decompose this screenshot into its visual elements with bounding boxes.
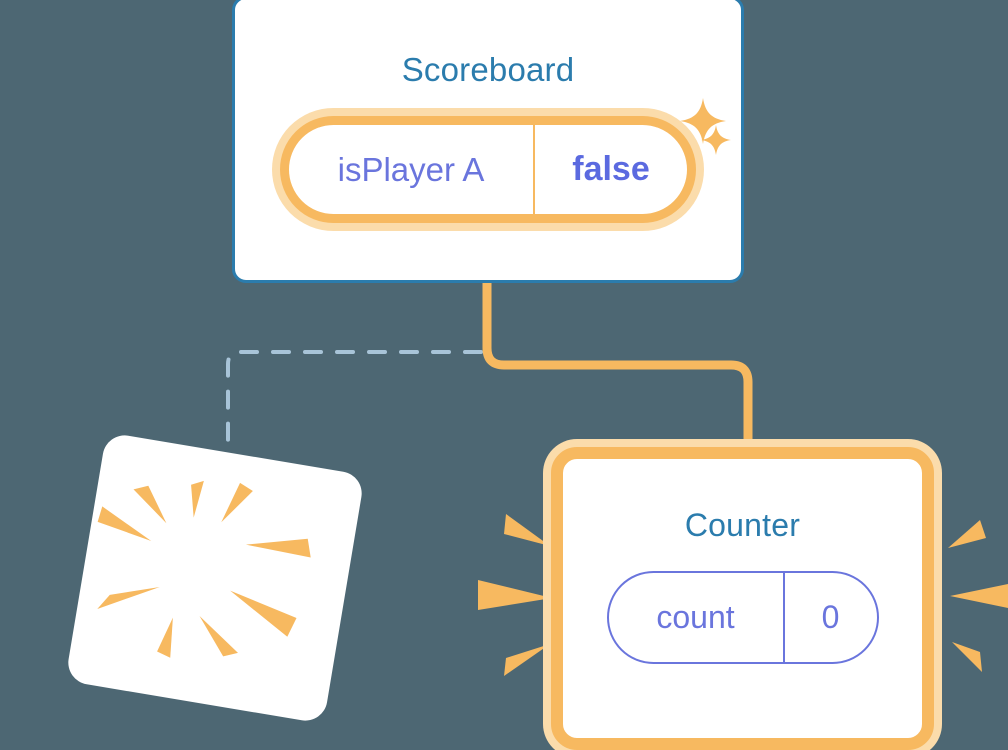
connector-scoreboard-to-blank-card bbox=[226, 350, 483, 472]
ray bbox=[950, 584, 1008, 608]
counter-rays-right bbox=[948, 520, 1008, 672]
scoreboard-state-row: isPlayer A false bbox=[235, 116, 741, 223]
sparkle-large-icon bbox=[680, 98, 726, 144]
counter-card[interactable]: Counter count 0 bbox=[551, 447, 934, 750]
ray bbox=[191, 480, 204, 518]
counter-title: Counter bbox=[684, 507, 801, 543]
counter-state-key: count bbox=[609, 573, 785, 662]
counter-state-row: count 0 bbox=[563, 571, 922, 664]
ray bbox=[948, 520, 986, 548]
ray bbox=[478, 580, 552, 610]
ray bbox=[952, 642, 982, 672]
scoreboard-state-pill[interactable]: isPlayer A false bbox=[280, 116, 696, 223]
ray bbox=[504, 514, 550, 546]
ray bbox=[504, 644, 550, 676]
scoreboard-card[interactable]: Scoreboard isPlayer A false bbox=[232, 0, 744, 283]
ray bbox=[97, 506, 152, 541]
ray bbox=[157, 617, 173, 658]
counter-state-pill[interactable]: count 0 bbox=[606, 571, 879, 664]
sparkle-small-icon bbox=[701, 125, 731, 155]
ray bbox=[133, 485, 167, 524]
ray bbox=[97, 587, 160, 609]
counter-state-value: 0 bbox=[821, 599, 840, 635]
ray bbox=[230, 590, 297, 637]
blank-card-starburst bbox=[97, 480, 311, 658]
scoreboard-title: Scoreboard bbox=[401, 51, 575, 88]
connector-scoreboard-to-counter bbox=[482, 282, 753, 462]
ray bbox=[221, 482, 253, 523]
ray bbox=[245, 538, 311, 558]
ray bbox=[199, 615, 238, 657]
blank-rotated-card[interactable] bbox=[65, 432, 365, 724]
counter-rays-left bbox=[478, 514, 552, 676]
scoreboard-state-value: false bbox=[572, 150, 650, 188]
scoreboard-state-key: isPlayer A bbox=[289, 125, 535, 214]
